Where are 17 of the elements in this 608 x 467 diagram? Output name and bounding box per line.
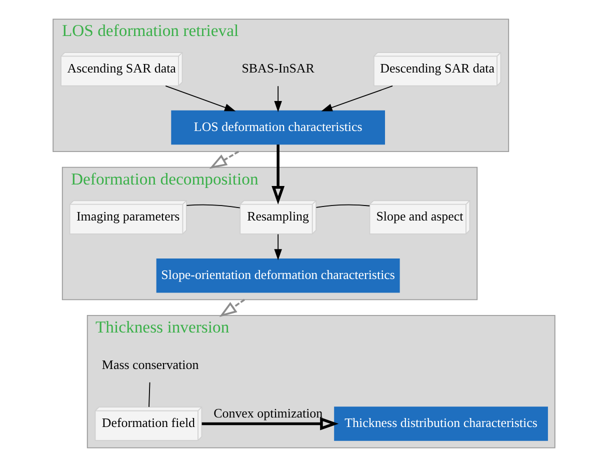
arrow <box>209 150 240 169</box>
node-text: SBAS-InSAR <box>242 60 314 76</box>
arrow <box>274 86 282 112</box>
arrow <box>321 86 393 112</box>
arrow <box>165 86 236 112</box>
connector <box>148 382 150 408</box>
arrow <box>202 417 339 430</box>
edge-label: Convex optimization <box>214 405 323 420</box>
node-box: LOS deformation characteristics <box>171 110 385 145</box>
node-box: Slope-orientation deformation characteristics <box>156 258 400 293</box>
arrow <box>219 298 245 318</box>
arrow <box>274 234 282 260</box>
connector <box>186 204 240 208</box>
node-box: Thickness distribution characteristics <box>334 406 548 441</box>
arrow <box>272 144 285 205</box>
connector <box>316 204 370 208</box>
node-text: Mass conservation <box>102 356 199 372</box>
